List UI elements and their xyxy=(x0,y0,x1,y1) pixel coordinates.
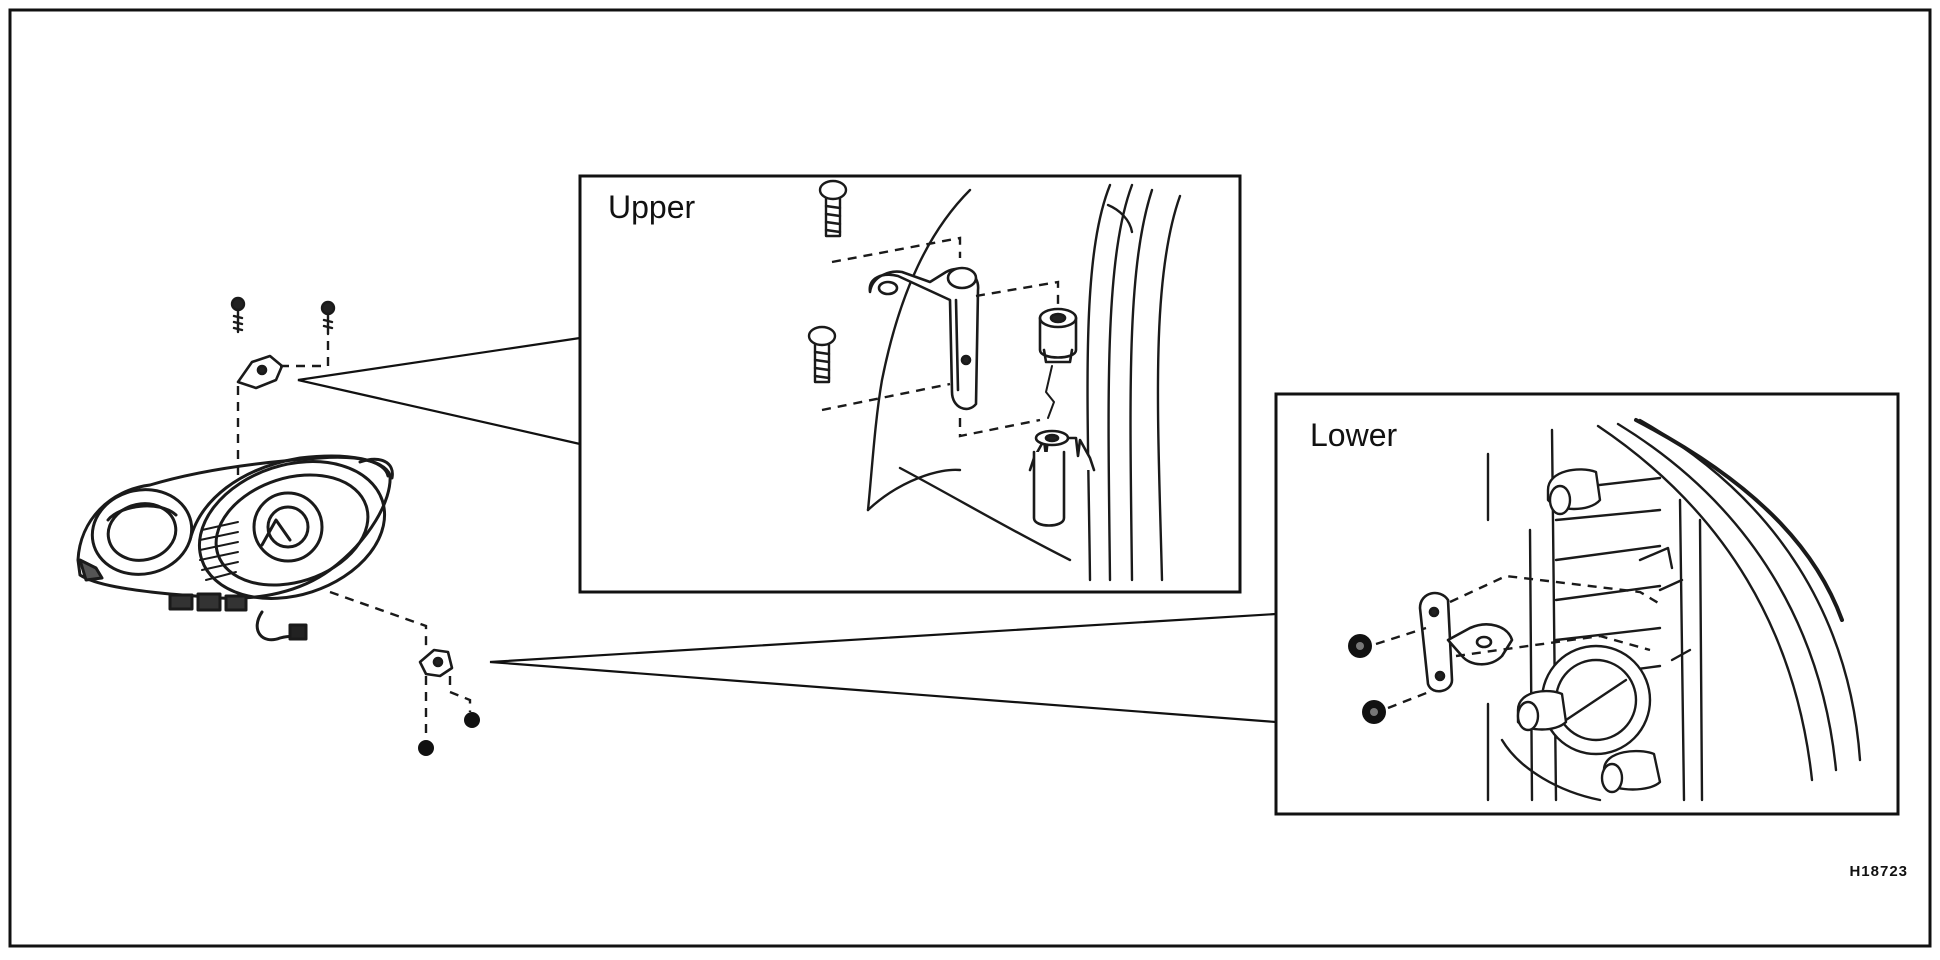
lower-detail-body xyxy=(1486,418,1862,802)
upper-bracket-bolt xyxy=(230,296,246,334)
upper-bracket-bolt xyxy=(320,300,336,336)
upper-alignment-line xyxy=(958,418,1041,438)
upper-bolt xyxy=(807,325,837,384)
upper-l-bracket xyxy=(868,266,980,411)
headlamp-assembly xyxy=(76,454,394,642)
lower-nut xyxy=(464,712,480,728)
upper-alignment-line xyxy=(280,338,330,368)
lower-alignment-line xyxy=(448,676,472,712)
upper-alignment-line xyxy=(831,236,962,264)
lower-alignment-line xyxy=(329,590,428,650)
upper-grommet xyxy=(1028,429,1096,527)
lower-label: Lower xyxy=(1310,417,1398,453)
lower-nut xyxy=(1362,700,1386,724)
lower-alignment-line xyxy=(1375,626,1427,646)
lower-bracket xyxy=(418,648,454,678)
upper-detail-body xyxy=(866,183,1182,582)
outer-frame xyxy=(8,8,1932,948)
upper-bracket xyxy=(236,354,284,390)
lower-alignment-line xyxy=(1449,574,1661,606)
lower-nut xyxy=(1348,634,1372,658)
lower-nut xyxy=(418,740,434,756)
figure-code: H18723 xyxy=(1849,863,1908,880)
upper-callout-pointer xyxy=(297,336,581,446)
lower-alignment-line xyxy=(1455,634,1651,658)
upper-alignment-line xyxy=(1045,365,1055,419)
lower-alignment-line xyxy=(1387,688,1435,710)
upper-clip xyxy=(1038,307,1078,364)
upper-alignment-line xyxy=(975,280,1060,304)
lower-callout-pointer xyxy=(489,612,1277,724)
upper-label: Upper xyxy=(608,189,696,225)
upper-alignment-line xyxy=(821,382,951,412)
upper-bolt xyxy=(818,179,848,238)
upper-detail-box xyxy=(578,174,1242,594)
